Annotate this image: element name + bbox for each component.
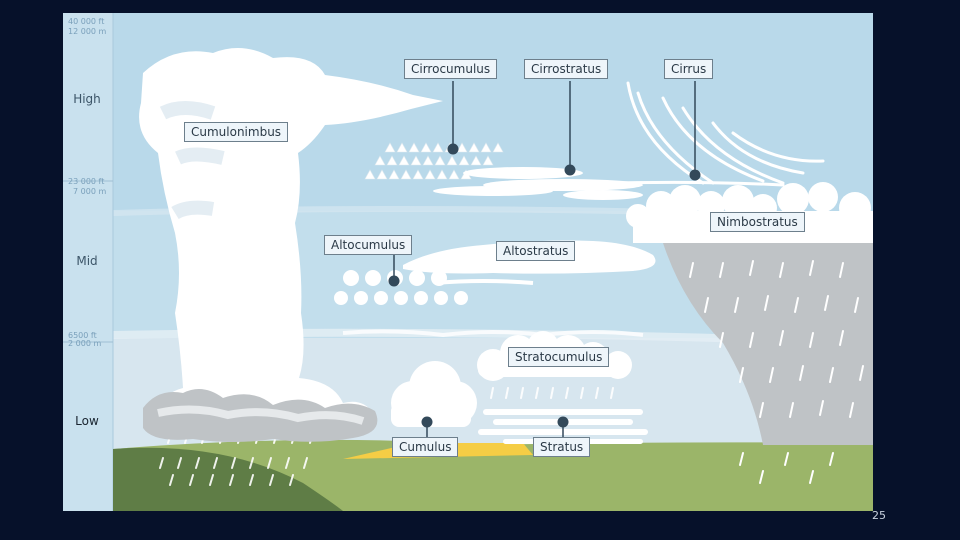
label-cumulus: Cumulus [392, 437, 459, 457]
altocumulus-marker [388, 275, 400, 287]
cirrocumulus-marker [447, 143, 459, 155]
label-stratus: Stratus [533, 437, 591, 457]
level-high-label: High [73, 92, 101, 106]
cloud-illustration [63, 13, 873, 511]
label-altocumulus: Altocumulus [324, 235, 413, 255]
slide-number: 25 [872, 509, 886, 522]
altitude-top-ft: 40 000 ft [68, 17, 105, 26]
cumulus-marker [421, 416, 433, 428]
cirrostratus-marker [564, 164, 576, 176]
label-altostratus: Altostratus [496, 241, 576, 261]
label-nimbostratus: Nimbostratus [710, 212, 805, 232]
altitude-mid-low-m: 2 000 m [68, 339, 102, 348]
altitude-top-m: 12 000 m [68, 27, 107, 36]
altitude-high-mid-ft: 23 000 ft [68, 177, 105, 186]
label-cirrus: Cirrus [664, 59, 714, 79]
cirrus-marker [689, 169, 701, 181]
label-cirrostratus: Cirrostratus [524, 59, 609, 79]
label-cirrocumulus: Cirrocumulus [404, 59, 498, 79]
stratus-marker [557, 416, 569, 428]
level-mid-label: Mid [76, 254, 98, 268]
level-low-label: Low [75, 414, 99, 428]
cloud-types-diagram: 40 000 ft 12 000 m 23 000 ft 7 000 m 650… [63, 13, 873, 511]
label-cumulonimbus: Cumulonimbus [184, 122, 289, 142]
altitude-high-mid-m: 7 000 m [73, 187, 107, 196]
altitude-mid-low-ft: 6500 ft [68, 331, 97, 340]
label-stratocumulus: Stratocumulus [508, 347, 610, 367]
